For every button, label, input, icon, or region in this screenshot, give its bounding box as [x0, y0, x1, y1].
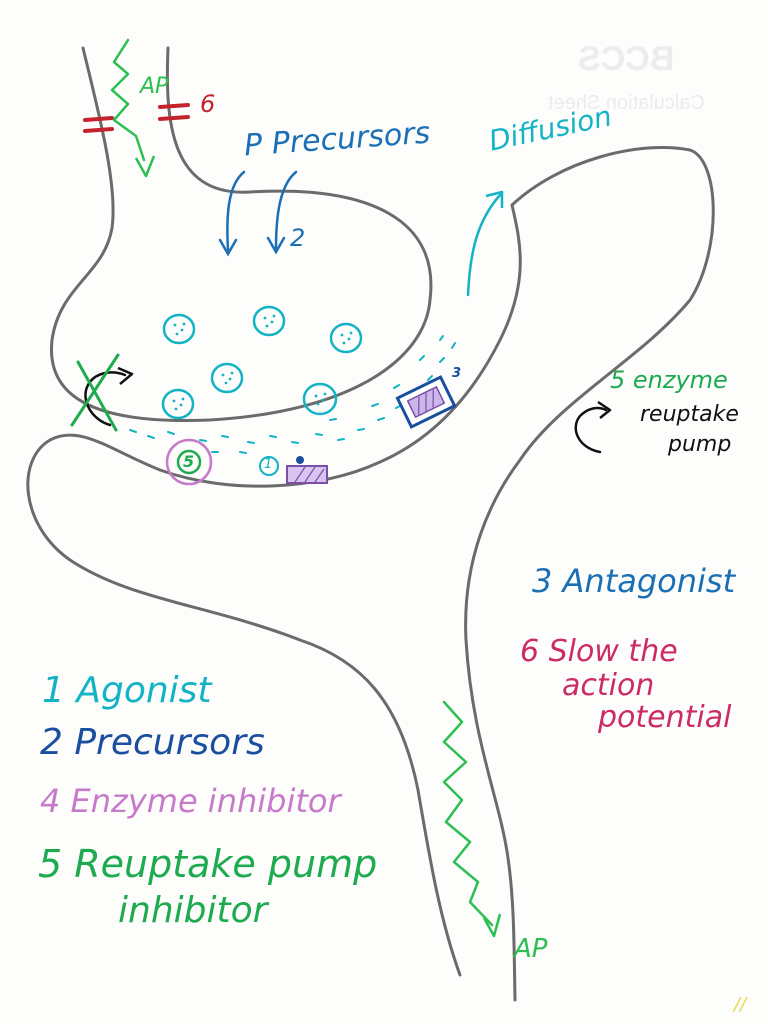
- precursor-arrows: [218, 170, 298, 257]
- ap-label-top: AP: [140, 74, 169, 99]
- enzyme-badge: [176, 449, 202, 475]
- vesicles: [161, 305, 363, 420]
- reuptake-pump-icon: [574, 406, 608, 454]
- ap-label-bottom: AP: [514, 934, 548, 964]
- agonist-marker: [259, 456, 279, 476]
- legend-item-reuptake-inhibitor-line1: 5 Reuptake pump: [38, 842, 378, 886]
- legend-item-enzyme-inhibitor: 4 Enzyme inhibitor: [40, 782, 341, 820]
- slow-ap-marker: [83, 103, 190, 133]
- legend-item-agonist: 1 Agonist: [42, 670, 212, 711]
- legend-item-slow-ap-line1: 6 Slow the: [520, 634, 678, 669]
- vesicle: [252, 305, 286, 337]
- corner-mark: //: [734, 994, 747, 1015]
- agonist-number: 1: [264, 457, 273, 472]
- diffusion-arrowhead: [485, 190, 504, 208]
- legend-item-slow-ap-line3: potential: [598, 700, 732, 735]
- postsynaptic-lower-outline: [26, 203, 522, 977]
- enzyme-inhibitor-ring: [165, 438, 213, 486]
- legend-item-antagonist: 3 Antagonist: [532, 562, 736, 600]
- reuptake-pump-label-line1: reuptake: [640, 402, 739, 427]
- presynaptic-terminal-outline: [49, 46, 433, 423]
- legend-item-slow-ap-line2: action: [562, 668, 655, 703]
- vesicle: [210, 362, 244, 394]
- vesicle: [329, 322, 363, 354]
- vesicle: [162, 313, 196, 345]
- reuptake-pump-arrowhead: [597, 400, 612, 419]
- reuptake-pump-label-line2: pump: [668, 432, 732, 457]
- ap-squiggle-bottom: [442, 700, 494, 927]
- legend-item-precursors: 2 Precursors: [40, 722, 265, 763]
- antagonist-receptor: [395, 375, 457, 429]
- diffusion-arrow: [466, 193, 502, 297]
- vesicle: [161, 388, 195, 420]
- vesicle: [302, 382, 338, 416]
- antagonist-receptor-number: 3: [452, 366, 462, 381]
- precursor-arrow-number: 2: [290, 224, 306, 252]
- slow-ap-marker-number: 6: [200, 90, 216, 118]
- vesicle-contents: [172, 314, 353, 411]
- ap-arrowhead-top: [134, 155, 156, 178]
- reuptake-pump-crossed: [70, 353, 134, 432]
- ap-arrowhead-bottom: [482, 913, 502, 938]
- ap-squiggle-top: [110, 38, 146, 162]
- legend-item-reuptake-inhibitor-line2: inhibitor: [118, 890, 268, 931]
- enzyme-label: 5 enzyme: [610, 366, 728, 394]
- postsynaptic-neuron-outline: [464, 146, 715, 1002]
- enzyme-badge-number: 5: [183, 452, 195, 471]
- agonist-dot: [296, 456, 304, 464]
- receptor-postsynaptic: [286, 465, 328, 484]
